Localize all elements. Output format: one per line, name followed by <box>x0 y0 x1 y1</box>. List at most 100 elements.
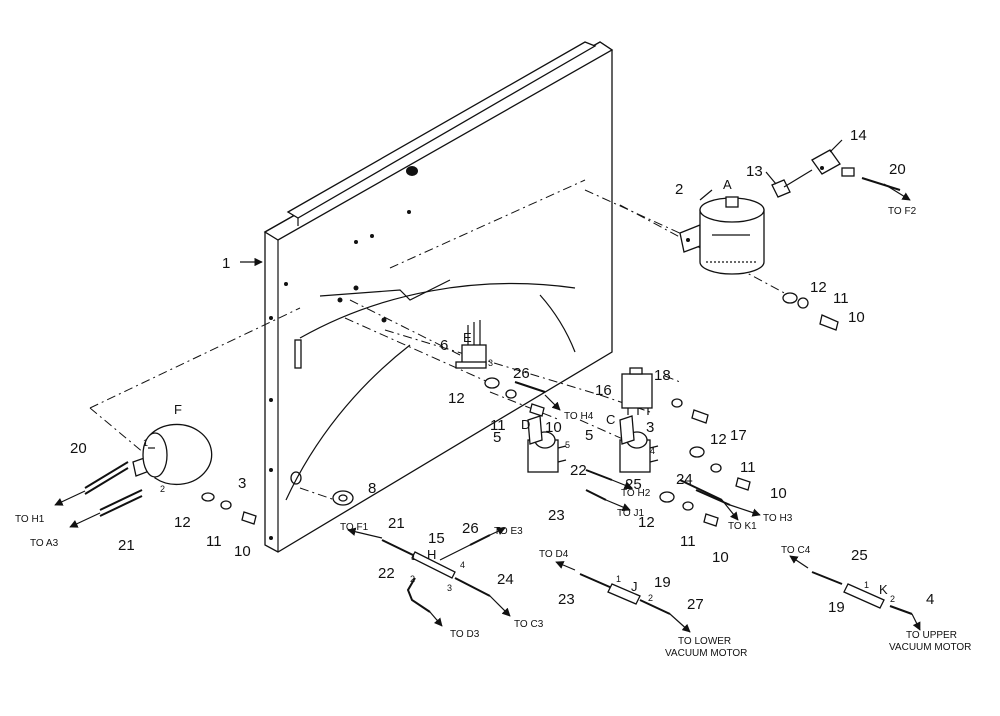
label-24: 24 <box>497 571 514 588</box>
dest-c3: TO C3 <box>514 619 544 630</box>
grommet <box>332 490 354 506</box>
label-6: 6 <box>440 337 448 354</box>
mounting-panel <box>263 41 614 553</box>
label-21: 21 <box>388 515 405 532</box>
label-10: 10 <box>712 549 729 566</box>
elbow-fitting-assembly <box>771 149 911 201</box>
dest-e3: TO E3 <box>494 526 523 537</box>
port-number: 4 <box>650 446 655 456</box>
label-10: 10 <box>848 309 865 326</box>
label-25: 25 <box>625 476 642 493</box>
vacuum-solenoid-e <box>455 320 487 369</box>
label-4: 4 <box>926 591 934 608</box>
dest-f2: TO F2 <box>888 206 917 217</box>
label-15: 15 <box>428 530 445 547</box>
label-12: 12 <box>448 390 465 407</box>
valve-hoses <box>514 381 761 521</box>
callout-j: J <box>631 579 638 594</box>
label-12: 12 <box>810 279 827 296</box>
dest-h4: TO H4 <box>564 411 594 422</box>
label-8: 8 <box>368 480 376 497</box>
port-number: 2 <box>648 593 653 603</box>
dest-c4: TO C4 <box>781 545 811 556</box>
label-10: 10 <box>234 543 251 560</box>
label-26: 26 <box>462 520 479 537</box>
dest-a3: TO A3 <box>30 538 59 549</box>
vacuum-valve-d <box>527 415 567 473</box>
label-18: 18 <box>654 367 671 384</box>
label-5: 5 <box>585 427 593 444</box>
port-numbers: 1 2 3 5 4 1 4 2 3 1 2 1 2 <box>143 358 895 604</box>
destination-labels: TO F2 TO H4 TO H2 TO J1 TO K1 TO H3 TO H… <box>15 206 971 659</box>
canister-hardware <box>782 292 839 331</box>
part-number-labels: 1 2 3 3 4 5 5 6 8 10 10 10 10 10 11 11 1… <box>70 127 934 616</box>
label-3: 3 <box>238 475 246 492</box>
label-23: 23 <box>558 591 575 608</box>
label-12: 12 <box>638 514 655 531</box>
dest-upper-line1: TO UPPER <box>906 630 957 641</box>
label-16: 16 <box>595 382 612 399</box>
port-number: 4 <box>460 560 465 570</box>
dest-h1: TO H1 <box>15 514 45 525</box>
leader-lines <box>240 139 843 267</box>
port-number: 1 <box>411 552 416 562</box>
dest-lower-line1: TO LOWER <box>678 636 731 647</box>
label-21: 21 <box>118 537 135 554</box>
label-14: 14 <box>850 127 867 144</box>
callout-d: D <box>521 417 530 432</box>
label-1: 1 <box>222 255 230 272</box>
label-27: 27 <box>687 596 704 613</box>
port-number: 2 <box>890 594 895 604</box>
dest-d4: TO D4 <box>539 549 569 560</box>
label-5: 5 <box>493 429 501 446</box>
callout-a: A <box>723 177 732 192</box>
label-12: 12 <box>710 431 727 448</box>
port-number: 2 <box>410 574 415 584</box>
dest-j1: TO J1 <box>617 508 644 519</box>
connector-k-assembly <box>789 555 921 631</box>
label-17: 17 <box>730 427 747 444</box>
check-valve-f <box>132 423 213 486</box>
connector-j-assembly <box>555 561 691 633</box>
label-3: 3 <box>646 419 654 436</box>
label-10: 10 <box>770 485 787 502</box>
dest-h2: TO H2 <box>621 488 651 499</box>
label-11: 11 <box>490 417 506 434</box>
dest-d3: TO D3 <box>450 629 480 640</box>
port-number: 1 <box>616 574 621 584</box>
label-2: 2 <box>675 181 683 198</box>
label-22: 22 <box>570 462 587 479</box>
dest-upper-line2: VACUUM MOTOR <box>889 642 971 653</box>
label-11: 11 <box>680 533 696 550</box>
valve-hardware <box>484 377 751 527</box>
label-11: 11 <box>206 533 222 550</box>
label-11: 11 <box>740 459 756 476</box>
callout-k: K <box>879 582 888 597</box>
port-number: 5 <box>565 440 570 450</box>
label-24: 24 <box>676 471 693 488</box>
port-number: 3 <box>488 358 493 368</box>
dest-h3: TO H3 <box>763 513 793 524</box>
callout-letters: A C D E F H J K <box>174 177 888 597</box>
callout-f: F <box>174 402 182 417</box>
label-25: 25 <box>851 547 868 564</box>
dest-k1: TO K1 <box>728 521 757 532</box>
callout-h: H <box>427 547 436 562</box>
port-number: 1 <box>143 438 148 448</box>
port-number: 3 <box>447 583 452 593</box>
callout-c: C <box>606 412 615 427</box>
label-22: 22 <box>378 565 395 582</box>
callout-e: E <box>463 330 472 345</box>
relay <box>621 367 653 415</box>
vacuum-reservoir-canister <box>679 196 765 275</box>
label-20: 20 <box>889 161 906 178</box>
label-20: 20 <box>70 440 87 457</box>
label-10: 10 <box>545 419 562 436</box>
left-hoses <box>54 461 257 528</box>
port-number: 2 <box>160 484 165 494</box>
label-12: 12 <box>174 514 191 531</box>
label-23: 23 <box>548 507 565 524</box>
label-19: 19 <box>828 599 845 616</box>
label-11: 11 <box>833 290 849 307</box>
